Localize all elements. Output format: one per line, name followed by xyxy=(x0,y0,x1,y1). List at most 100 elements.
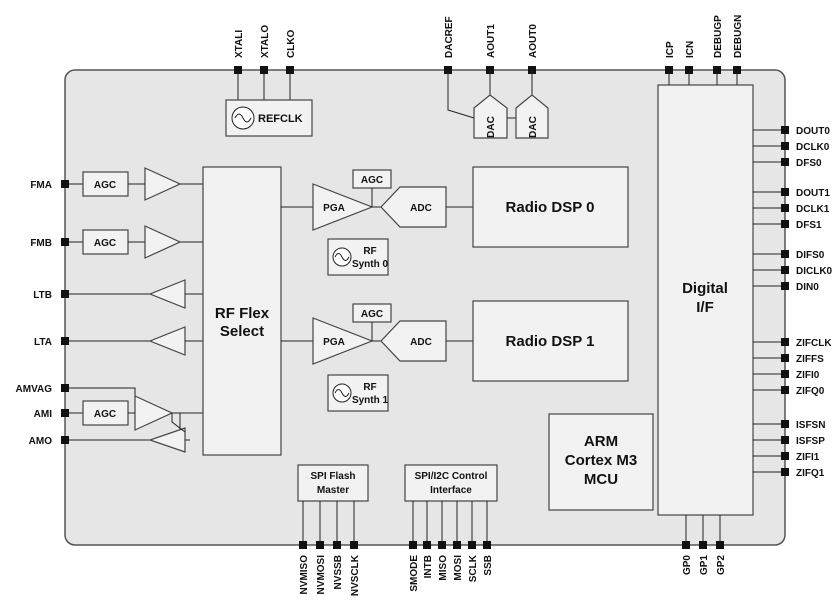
pin-label-ssb: SSB xyxy=(483,555,494,576)
pin-ssb xyxy=(483,541,491,549)
pin-label-fmb: FMB xyxy=(30,238,52,249)
pin-ltb xyxy=(61,290,69,298)
dac1-block: DAC xyxy=(473,94,508,139)
amp-fmb xyxy=(144,225,182,259)
rf-synth-0-label-1: RF xyxy=(363,246,376,257)
pin-label-nvssb: NVSSB xyxy=(333,555,344,589)
pin-gp0 xyxy=(682,541,690,549)
dac0-block: DAC xyxy=(515,94,549,139)
spi-i2c-label-2: Interface xyxy=(430,485,472,496)
amp-amo xyxy=(148,427,186,453)
pin-label-din0: DIN0 xyxy=(796,282,819,293)
arm-label-1: ARM xyxy=(584,433,618,450)
fmb-chain: AGC xyxy=(69,225,203,259)
pin-label-gp1: GP1 xyxy=(699,555,710,575)
debug-pins: ICP ICN DEBUGP DEBUGN xyxy=(665,15,744,85)
pin-lta xyxy=(61,337,69,345)
pin-label-gp0: GP0 xyxy=(682,555,693,575)
pin-isfsn xyxy=(781,420,789,428)
pin-label-debugp: DEBUGP xyxy=(713,15,724,58)
agc-fmb xyxy=(82,229,129,255)
pga-0 xyxy=(312,183,374,231)
pin-label-diclk0: DICLK0 xyxy=(796,266,833,277)
pga-0-label: PGA xyxy=(323,203,345,214)
pin-dout0 xyxy=(781,126,789,134)
spi-flash-label-2: Master xyxy=(317,485,349,496)
pin-zifq0 xyxy=(781,386,789,394)
pin-label-clko: CLKO xyxy=(286,29,297,58)
arm-label-3: MCU xyxy=(584,471,618,488)
pin-isfsp xyxy=(781,436,789,444)
rf-synth-0-label-2: Synth 0 xyxy=(352,259,389,270)
pga-1-label: PGA xyxy=(323,337,345,348)
pin-label-zifclk: ZIFCLK xyxy=(796,338,832,349)
pin-label-ltb: LTB xyxy=(33,290,52,301)
agc-ami-label: AGC xyxy=(94,409,116,420)
pin-label-amo: AMO xyxy=(29,436,53,447)
fma-chain: AGC xyxy=(69,167,203,201)
pin-label-amvag: AMVAG xyxy=(16,384,53,395)
radio-dsp-0-label: Radio DSP 0 xyxy=(506,199,595,216)
pga-1 xyxy=(312,317,374,365)
pin-ami xyxy=(61,409,69,417)
rx-path-1: PGA AGC ADC Radio DSP 1 RF Synth 1 xyxy=(281,300,629,412)
rf-flex-box xyxy=(202,166,282,456)
pin-label-intb: INTB xyxy=(423,555,434,578)
am-chain: AGC xyxy=(69,387,203,453)
pin-label-dclk0: DCLK0 xyxy=(796,142,830,153)
pin-label-ami: AMI xyxy=(34,409,53,420)
adc-1-label: ADC xyxy=(410,337,432,348)
pin-nvmosi xyxy=(316,541,324,549)
pin-nvssb xyxy=(333,541,341,549)
refclk-block: REFCLK xyxy=(225,99,313,137)
digital-if-label-2: I/F xyxy=(696,299,714,316)
agc-fmb-label: AGC xyxy=(94,238,116,249)
pin-label-icn: ICN xyxy=(685,41,696,58)
pin-label-zifq1: ZIFQ1 xyxy=(796,468,825,479)
pin-label-debugn: DEBUGN xyxy=(733,15,744,58)
agc-fma xyxy=(82,171,129,197)
spi-i2c-box xyxy=(404,464,498,502)
pin-xtalo xyxy=(260,66,268,74)
clock-pins: XTALI XTALO CLKO xyxy=(234,25,297,100)
pin-dclk1 xyxy=(781,204,789,212)
pin-label-dfs1: DFS1 xyxy=(796,220,822,231)
pin-label-zifi1: ZIFI1 xyxy=(796,452,820,463)
pin-zifq1 xyxy=(781,468,789,476)
radio-dsp-1-label: Radio DSP 1 xyxy=(506,333,595,350)
arm-mcu: ARM Cortex M3 MCU xyxy=(548,413,654,511)
pin-label-nvmosi: NVMOSI xyxy=(316,555,327,595)
spi-i2c-label-1: SPI/I2C Control xyxy=(415,471,488,482)
gp-pins: GP0 GP1 GP2 xyxy=(682,515,727,575)
pin-label-difs0: DIFS0 xyxy=(796,250,825,261)
rx-path-0: PGA AGC ADC Radio DSP 0 RF Synth 0 xyxy=(281,166,629,276)
pin-difs0 xyxy=(781,250,789,258)
rf-synth-1-label-2: Synth 1 xyxy=(352,395,389,406)
digital-if-box xyxy=(657,84,754,516)
agc-fma-label: AGC xyxy=(94,180,116,191)
agc-1-label: AGC xyxy=(361,309,383,320)
pin-label-aout1: AOUT1 xyxy=(486,24,497,58)
pin-label-ziffs: ZIFFS xyxy=(796,354,824,365)
pin-xtali xyxy=(234,66,242,74)
refclk-label: REFCLK xyxy=(258,113,303,125)
pin-label-xtalo: XTALO xyxy=(260,25,271,58)
arm-label-2: Cortex M3 xyxy=(565,452,638,469)
pin-zifi0 xyxy=(781,370,789,378)
pin-dfs0 xyxy=(781,158,789,166)
rf-flex-label-2: Select xyxy=(220,323,264,340)
pin-dclk0 xyxy=(781,142,789,150)
pin-label-zifq0: ZIFQ0 xyxy=(796,386,825,397)
pin-label-dclk1: DCLK1 xyxy=(796,204,830,215)
digital-if-label-1: Digital xyxy=(682,280,728,297)
rf-synth-1-label-1: RF xyxy=(363,382,376,393)
pin-gp1 xyxy=(699,541,707,549)
pin-zifi1 xyxy=(781,452,789,460)
spi-flash-master: SPI Flash Master NVMISO NVMOSI NVSSB NVS… xyxy=(297,464,369,596)
arm-box xyxy=(548,413,654,511)
adc-0-label: ADC xyxy=(410,203,432,214)
agc-ami xyxy=(82,400,129,426)
pin-din0 xyxy=(781,282,789,290)
pin-smode xyxy=(409,541,417,549)
pin-label-zifi0: ZIFI0 xyxy=(796,370,820,381)
